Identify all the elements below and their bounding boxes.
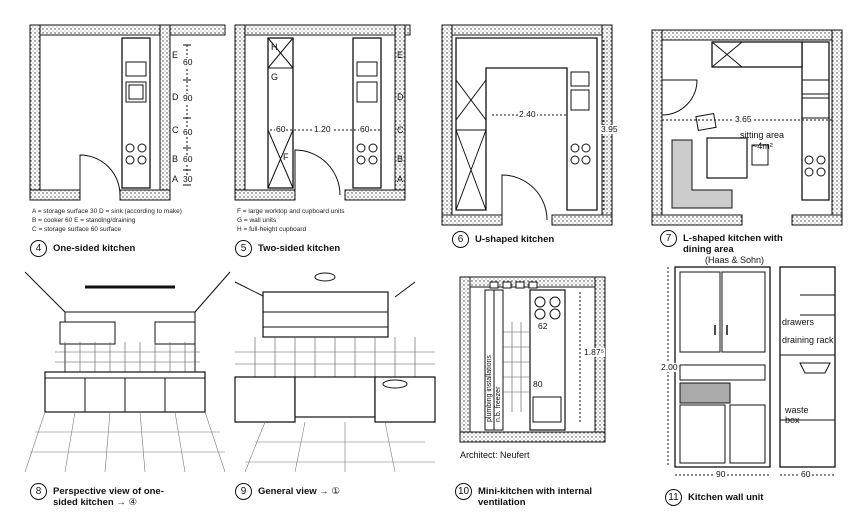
caption-text: U-shaped kitchen [475, 234, 555, 245]
u-shaped-kitchen-drawing [441, 24, 613, 226]
dim-d: 90 [182, 93, 194, 103]
dim-height: 2.00 [660, 362, 679, 372]
caption-4: 4 One-sided kitchen [30, 240, 136, 257]
plumbing-label: plumbing installations [486, 355, 493, 422]
caption-number: 6 [452, 231, 469, 248]
dim-aisle: 1.20 [313, 124, 332, 134]
caption-6: 6 U-shaped kitchen [452, 231, 555, 248]
dim-width: 2.40 [518, 109, 537, 119]
zone-a: A [397, 174, 404, 184]
caption-number: 7 [660, 230, 677, 247]
zone-e: E [397, 50, 404, 60]
caption-text: General view → ① [258, 486, 340, 497]
caption-ref: → ① [319, 486, 340, 497]
two-sided-kitchen-plan: E D C B A H G F 60 1.20 60 F = large wor… [234, 20, 430, 260]
caption-5: 5 Two-sided kitchen [235, 240, 341, 257]
u-shaped-kitchen-plan: 2.40 3.95 6 U-shaped kitchen [441, 20, 632, 250]
zone-a: A [172, 174, 179, 184]
general-view: 9 General view → ① [234, 272, 436, 517]
sitting-area-size: ~4m² [752, 141, 773, 151]
wall-unit-drawing [667, 266, 836, 476]
freezer-label: n.b. freezer [495, 386, 502, 422]
l-shaped-kitchen-plan: 3.65 sitting area ~4m² 7 L-shaped kitche… [651, 20, 852, 270]
zone-b: B [397, 154, 404, 164]
dim-80: 80 [532, 379, 544, 389]
zone-d: D [397, 92, 404, 102]
sitting-area-label: sitting area [740, 130, 785, 140]
one-sided-kitchen-plan: E D C B A 60 90 60 60 30 A = storage sur… [29, 20, 226, 260]
perspective-view: 8 Perspective view of one-sided kitchen … [24, 271, 231, 517]
two-sided-kitchen-drawing [234, 24, 411, 201]
dim-90: 90 [715, 469, 727, 479]
dim-b: 60 [182, 154, 194, 164]
caption-ref: → ④ [116, 497, 138, 508]
dim-c: 60 [182, 127, 194, 137]
zone-g: G [271, 72, 279, 82]
legend-line-2: G = wall units [237, 217, 277, 224]
dim-60: 60 [800, 469, 812, 479]
caption-text: One-sided kitchen [53, 243, 136, 254]
caption-number: 9 [235, 483, 252, 500]
legend-line-3: C = storage surface 60 surface [32, 226, 122, 233]
mini-kitchen-plan: 62 1.87⁵ 80 plumbing installations n.b. … [455, 272, 640, 517]
zone-h: H [271, 42, 278, 52]
caption-number: 5 [235, 240, 252, 257]
perspective-drawing [24, 271, 231, 473]
zone-b: B [172, 154, 179, 164]
drawers-label: drawers [782, 317, 815, 327]
draining-rack-label: draining rack [782, 335, 834, 345]
caption-9: 9 General view → ① [235, 483, 340, 500]
caption-number: 11 [665, 489, 682, 506]
waste-box-label: waste box [785, 405, 809, 425]
caption-number: 4 [30, 240, 47, 257]
legend-line-3: H = full-height cupboard [237, 226, 307, 233]
zone-f: F [283, 152, 289, 162]
dim-a: 30 [182, 174, 194, 184]
dim-left: 60 [275, 124, 287, 134]
caption-text: Kitchen wall unit [688, 492, 764, 503]
zone-c: C [397, 125, 404, 135]
dim-62: 62 [537, 321, 549, 331]
caption-8: 8 Perspective view of one-sided kitchen … [30, 483, 164, 508]
caption-text: Perspective view of one-sided kitchen → … [53, 486, 164, 508]
dim-height: 1.87⁵ [583, 347, 606, 357]
zone-e: E [172, 50, 179, 60]
dim-length: 3.95 [600, 124, 619, 134]
architect-label: Architect: Neufert [460, 450, 530, 460]
zone-c: C [172, 125, 179, 135]
caption-number: 10 [455, 483, 472, 500]
legend-line-1: A = storage surface 30 D = sink (accordi… [32, 208, 182, 215]
dim-right: 60 [359, 124, 371, 134]
legend-line-1: F = large worktop and cupboard units [237, 208, 345, 215]
kitchen-wall-unit: (Haas & Sohn) 2.00 90 60 drawers drainin… [660, 255, 855, 517]
caption-text: Two-sided kitchen [258, 243, 341, 254]
general-view-drawing [234, 272, 436, 473]
legend-line-2: B = cooker 60 E = standing/draining [32, 217, 136, 224]
dim-e: 60 [182, 57, 194, 67]
dim-width: 3.65 [734, 114, 753, 124]
caption-number: 8 [30, 483, 47, 500]
zone-d: D [172, 92, 179, 102]
mini-kitchen-drawing [459, 276, 606, 443]
one-sided-kitchen-drawing [29, 24, 226, 201]
l-shaped-kitchen-drawing [651, 29, 843, 226]
credit-label: (Haas & Sohn) [705, 255, 765, 265]
caption-11: 11 Kitchen wall unit [665, 489, 764, 506]
